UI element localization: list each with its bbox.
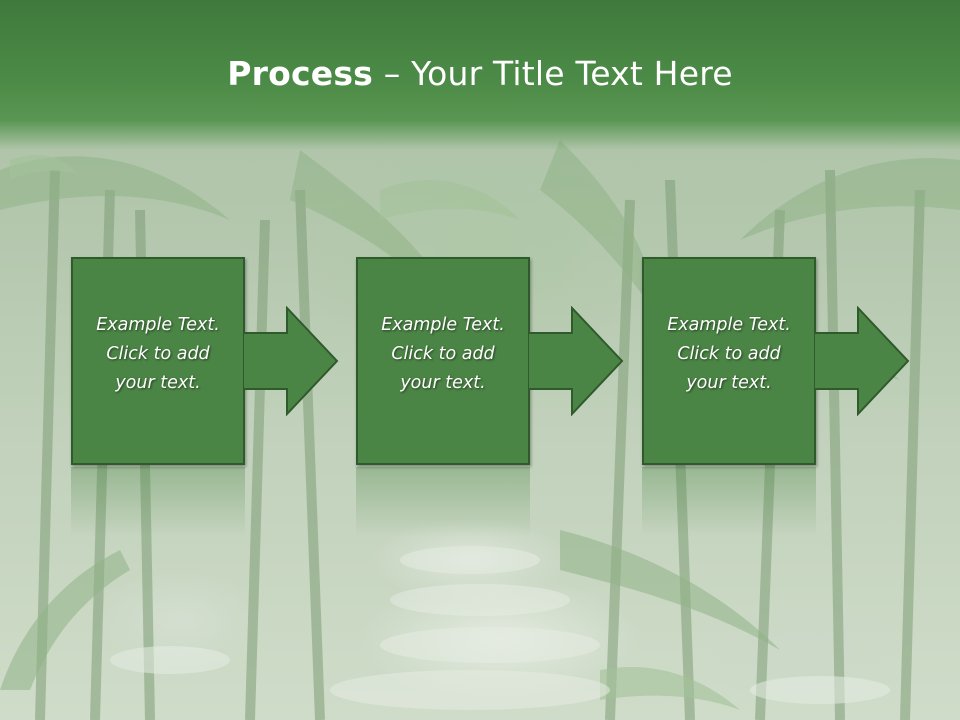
step-3-reflection [642,467,816,537]
step-3-box[interactable]: Example Text. Click to add your text. [642,257,816,465]
step-2-reflection [356,467,530,537]
step-2-arrow-icon [528,306,624,416]
step-2-text[interactable]: Example Text. Click to add your text. [381,315,505,393]
step-1-arrow-icon [243,306,339,416]
step-3-arrow-icon [814,306,910,416]
step-3-text[interactable]: Example Text. Click to add your text. [667,315,791,393]
title-bar [0,0,960,150]
slide-title[interactable]: Process – Your Title Text Here [0,50,960,98]
step-1-reflection [71,467,245,537]
title-rest-text: – Your Title Text Here [373,54,733,93]
title-bold-text: Process [227,54,374,93]
step-1-text[interactable]: Example Text. Click to add your text. [96,315,220,393]
step-2-box[interactable]: Example Text. Click to add your text. [356,257,530,465]
step-1-box[interactable]: Example Text. Click to add your text. [71,257,245,465]
